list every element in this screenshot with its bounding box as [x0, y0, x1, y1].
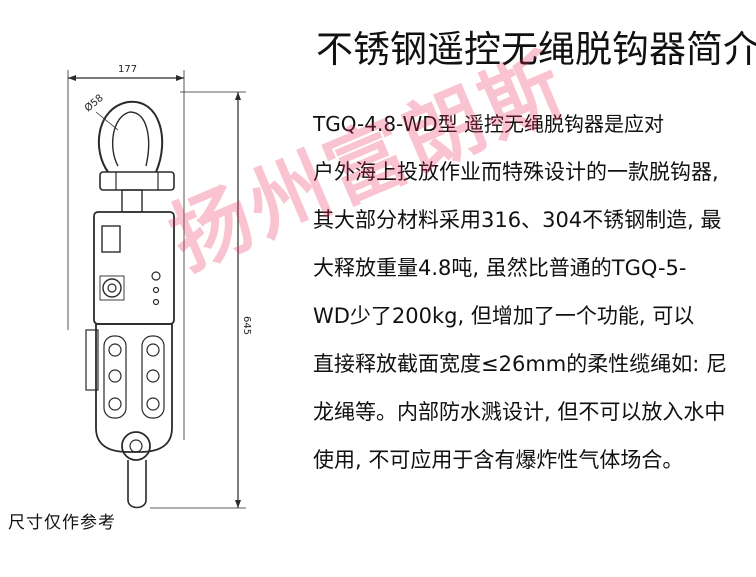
description-line: 使用, 不可应用于含有爆炸性气体场合。	[313, 448, 684, 472]
description-line: 直接释放截面宽度≤26mm的柔性缆绳如: 尼	[313, 352, 727, 376]
page-title: 不锈钢遥控无绳脱钩器简介	[316, 28, 756, 71]
release-hook-drawing: 177 Ø58 645	[67, 64, 252, 509]
shackle-bow	[97, 100, 164, 173]
release-rod	[127, 460, 147, 509]
description-line: 大释放重量4.8吨, 虽然比普通的TGQ-5-	[313, 256, 687, 280]
product-description: TGQ-4.8-WD型 遥控无绳脱钩器是应对 户外海上投放作业而特殊设计的一款脱…	[313, 100, 753, 484]
description-line: 龙绳等。内部防水溅设计, 但不可以放入水中	[313, 400, 726, 424]
size-note: 尺寸仅作参考	[8, 513, 116, 533]
description-line: 户外海上投放作业而特殊设计的一款脱钩器,	[313, 160, 719, 184]
shackle-pin	[99, 171, 175, 191]
diameter-dimension-label: Ø58	[82, 92, 106, 114]
width-dimension-label: 177	[118, 64, 137, 75]
display-window	[101, 225, 121, 253]
hook-body	[95, 323, 173, 453]
release-eye	[121, 431, 151, 461]
description-line: TGQ-4.8-WD型 遥控无绳脱钩器是应对	[313, 112, 664, 136]
description-line: WD少了200kg, 但增加了一个功能, 可以	[313, 304, 695, 328]
indicator-dot	[151, 271, 161, 281]
description-line: 其大部分材料采用316、304不锈钢制造, 最	[313, 208, 722, 232]
housing-body	[93, 211, 175, 325]
connector-port	[102, 278, 122, 298]
height-dimension-label: 645	[241, 316, 252, 335]
